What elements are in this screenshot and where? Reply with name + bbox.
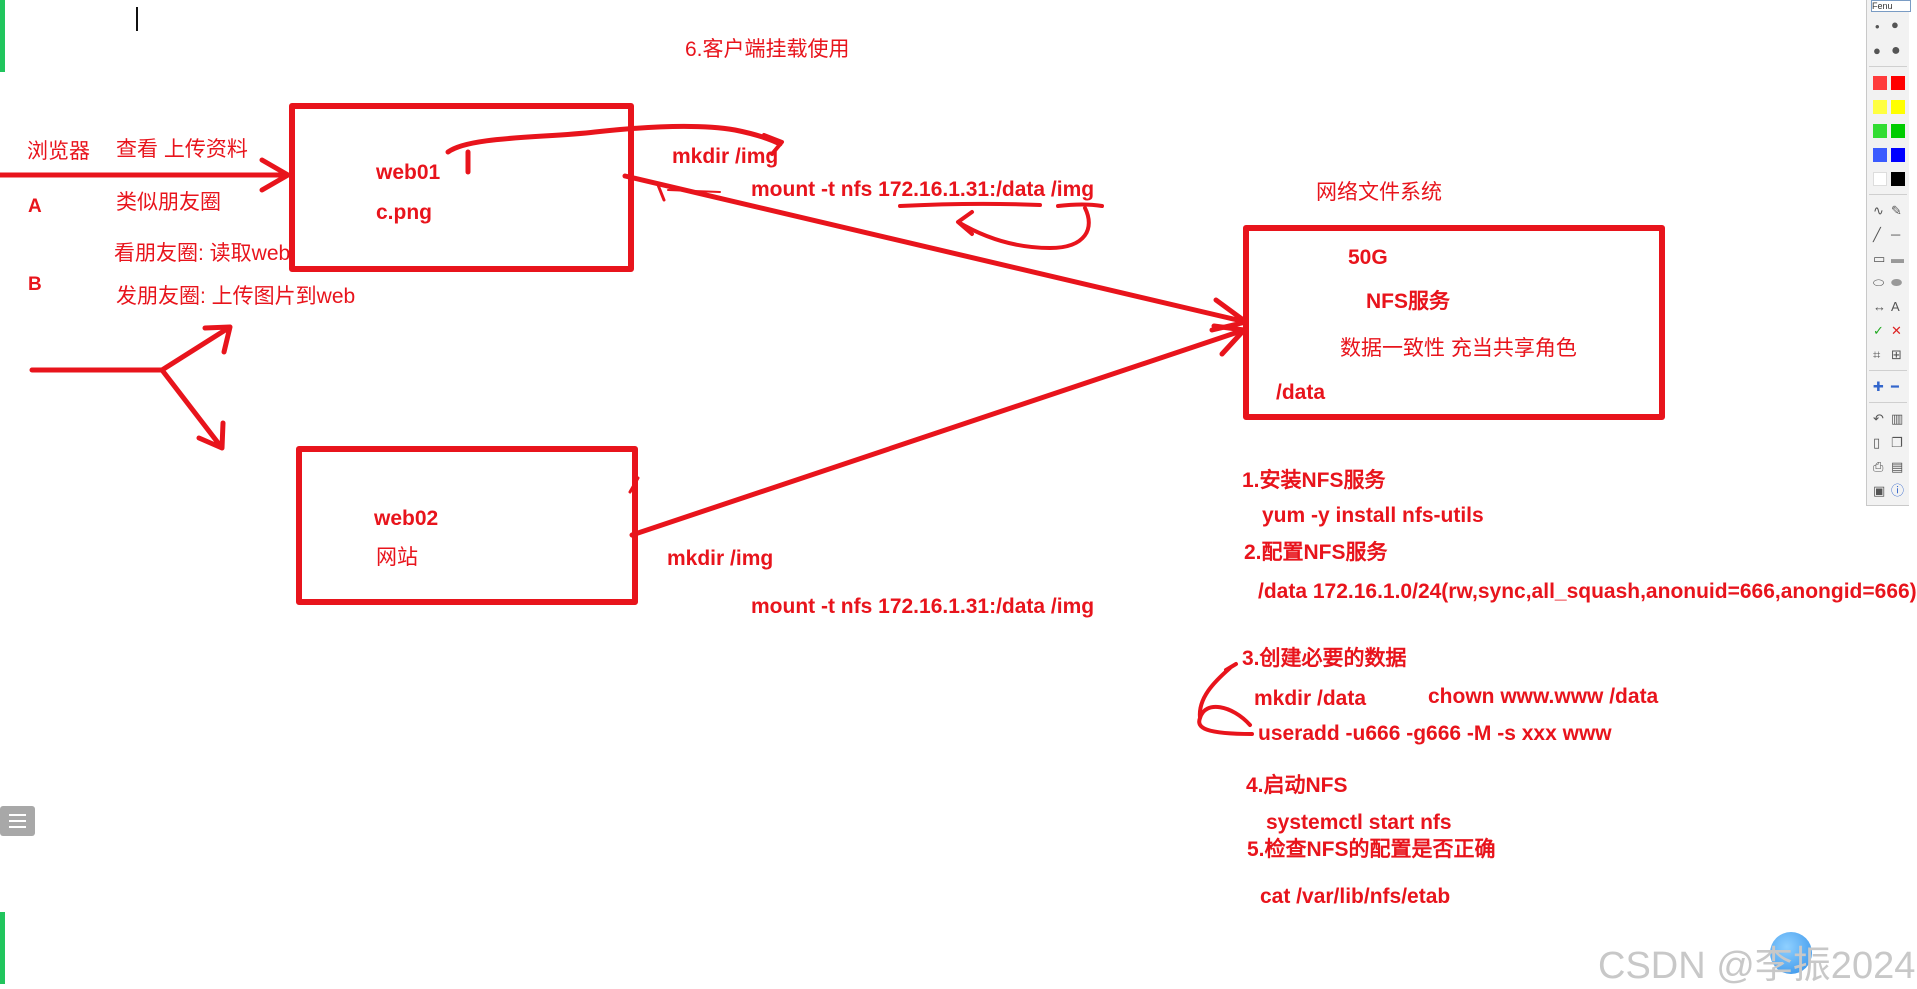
mount-underline-img	[1056, 202, 1104, 208]
color-swatch-light-green[interactable]	[1873, 124, 1887, 138]
cpng-label: c.png	[376, 201, 432, 224]
print-icon[interactable]: ⎙	[1873, 459, 1884, 474]
filled-rectangle-icon[interactable]: ▬	[1891, 251, 1904, 266]
label-a: A	[28, 196, 42, 217]
fork-arrow-up	[159, 324, 233, 373]
browser-label: 浏览器	[27, 140, 90, 163]
mkdir-img-2: mkdir /img	[667, 547, 774, 570]
color-swatch-light-red[interactable]	[1873, 76, 1887, 90]
zoom-in-icon[interactable]: ✚	[1873, 379, 1884, 394]
step2-command: /data 172.16.1.0/24(rw,sync,all_squash,a…	[1258, 580, 1917, 603]
mount-cmd-2: mount -t nfs 172.16.1.31:/data /img	[751, 595, 1095, 618]
cat-etab-command: cat /var/lib/nfs/etab	[1260, 885, 1451, 908]
scribble-curve-top	[445, 123, 783, 155]
drawing-palette: Fenu • ● ● ● ∿ ✎ ╱ ─ ▭ ▬ ⬭ ⬬ ↔ A ✓ ✕ ⌗ ⊞…	[1866, 0, 1911, 506]
color-swatch-light-blue[interactable]	[1873, 148, 1887, 162]
filled-ellipse-icon[interactable]: ⬬	[1891, 275, 1903, 290]
save-icon[interactable]: ▤	[1891, 459, 1904, 474]
ellipse-icon[interactable]: ⬭	[1873, 275, 1885, 290]
step2-heading: 2.配置NFS服务	[1244, 541, 1388, 564]
new-page-icon[interactable]: ▯	[1873, 435, 1881, 450]
pen-icon[interactable]: ✎	[1891, 203, 1902, 218]
picture-icon[interactable]: ▣	[1873, 483, 1886, 498]
accent-bar-top	[0, 0, 5, 72]
mount-underline-ip	[898, 201, 1042, 208]
web01-label: web01	[376, 161, 441, 184]
copy-icon[interactable]: ❐	[1891, 435, 1903, 450]
mkdir-data-command: mkdir /data	[1254, 687, 1367, 710]
chown-command: chown www.www /data	[1428, 685, 1659, 708]
accent-bar-bottom	[0, 912, 5, 984]
browser-to-web01-arrow	[0, 157, 291, 193]
text-cursor	[136, 7, 138, 31]
step1-command: yum -y install nfs-utils	[1262, 504, 1484, 527]
useradd-command: useradd -u666 -g666 -M -s xxx www	[1258, 722, 1612, 745]
cross-icon[interactable]: ✕	[1891, 323, 1902, 338]
frame-icon[interactable]: ⊞	[1891, 347, 1902, 362]
watermark-badge-icon	[1770, 932, 1812, 974]
fork-arrow-down	[159, 367, 226, 451]
systemctl-command: systemctl start nfs	[1266, 811, 1452, 834]
web01-box	[289, 103, 634, 272]
freehand-icon[interactable]: ∿	[1873, 203, 1884, 218]
scribble-dash-2	[656, 183, 666, 202]
nfs-data-path: /data	[1276, 381, 1326, 404]
double-arrow-icon[interactable]: ↔	[1873, 299, 1886, 314]
palette-divider	[1869, 402, 1907, 403]
dot-medium-icon[interactable]: ●	[1891, 17, 1899, 32]
trash-icon[interactable]: ▥	[1891, 411, 1904, 426]
color-swatch-white[interactable]	[1873, 172, 1887, 186]
color-swatch-blue[interactable]	[1891, 148, 1905, 162]
scribble-mark-web02	[628, 476, 640, 494]
view-upload-label: 查看 上传资料	[116, 138, 248, 161]
post-moments-label: 发朋友圈: 上传图片到web	[116, 285, 356, 308]
client-mount-title: 6.客户端挂载使用	[685, 38, 850, 61]
web02-label: web02	[374, 507, 439, 530]
palette-divider	[1869, 370, 1907, 371]
color-swatch-red[interactable]	[1891, 76, 1905, 90]
web02-box	[296, 446, 638, 605]
step3-heading: 3.创建必要的数据	[1242, 647, 1407, 670]
text-tool-icon[interactable]: A	[1891, 299, 1900, 314]
nfs-capacity: 50G	[1348, 246, 1388, 269]
website-label: 网站	[376, 546, 418, 569]
outline-toggle-button[interactable]	[0, 806, 35, 836]
scribble-dash-1	[667, 189, 721, 193]
palette-divider	[1869, 194, 1907, 195]
color-swatch-yellow[interactable]	[1891, 100, 1905, 114]
crop-icon[interactable]: ⌗	[1873, 347, 1881, 362]
rectangle-icon[interactable]: ▭	[1873, 251, 1886, 266]
color-swatch-green[interactable]	[1891, 124, 1905, 138]
dot-large-icon[interactable]: ●	[1873, 43, 1881, 58]
line-icon[interactable]: ╱	[1873, 227, 1881, 242]
web02-to-nfs-arrow	[629, 323, 1247, 538]
dot-xlarge-icon[interactable]: ●	[1891, 42, 1901, 59]
moments-like-label: 类似朋友圈	[116, 191, 221, 214]
network-fs-label: 网络文件系统	[1316, 181, 1442, 204]
step4-heading: 4.启动NFS	[1246, 774, 1348, 797]
color-swatch-black[interactable]	[1891, 172, 1905, 186]
mkdir-img-1: mkdir /img	[672, 145, 779, 168]
consistency-label: 数据一致性 充当共享角色	[1340, 337, 1577, 360]
info-icon[interactable]: ⓘ	[1891, 483, 1905, 498]
step1-heading: 1.安装NFS服务	[1242, 469, 1386, 492]
color-swatch-light-yellow[interactable]	[1873, 100, 1887, 114]
check-icon[interactable]: ✓	[1873, 323, 1884, 338]
scribble-arrowhead-top	[762, 133, 784, 156]
label-b: B	[28, 274, 42, 295]
mkdir-curve-arrow	[1197, 662, 1254, 736]
csdn-watermark: CSDN @李振2024	[1598, 945, 1916, 987]
zoom-out-icon[interactable]: ━	[1891, 379, 1899, 394]
mount-cmd-1: mount -t nfs 172.16.1.31:/data /img	[751, 178, 1095, 201]
nfs-service-label: NFS服务	[1366, 290, 1450, 313]
font-name-field[interactable]: Fenu	[1871, 0, 1911, 12]
step5-heading: 5.检查NFS的配置是否正确	[1247, 838, 1496, 861]
mount-loop-arrow	[956, 206, 1091, 250]
palette-divider	[1869, 66, 1907, 67]
straight-line-icon[interactable]: ─	[1891, 227, 1901, 242]
undo-icon[interactable]: ↶	[1873, 411, 1884, 426]
dot-small-icon[interactable]: •	[1875, 19, 1880, 34]
read-moments-label: 看朋友圈: 读取web	[114, 242, 291, 265]
